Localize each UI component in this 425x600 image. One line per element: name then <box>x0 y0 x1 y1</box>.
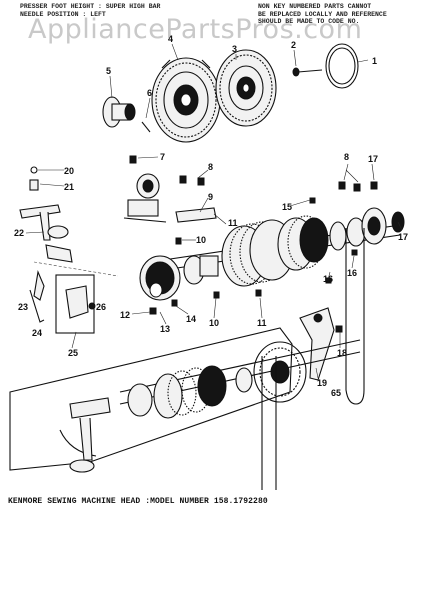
callout-24: 24 <box>32 328 42 338</box>
callout-20: 20 <box>64 166 74 176</box>
callout-16: 16 <box>323 274 333 284</box>
lower-head-assembly <box>9 327 361 490</box>
callout-16: 16 <box>347 268 357 278</box>
hub-flange <box>102 96 136 128</box>
callout-19: 19 <box>317 378 327 388</box>
callout-12: 12 <box>120 310 130 320</box>
diagram-caption: KENMORE SEWING MACHINE HEAD :MODEL NUMBE… <box>8 497 268 506</box>
note-line: BE REPLACED LOCALLY AND REFERENCE <box>258 10 387 18</box>
callout-22: 22 <box>14 228 24 238</box>
leader-lines <box>25 43 403 379</box>
callout-6: 6 <box>147 88 152 98</box>
callout-4: 4 <box>168 34 173 44</box>
link-plate <box>175 207 217 223</box>
callout-9: 9 <box>208 192 213 202</box>
callout-1: 1 <box>372 56 377 66</box>
callout-65: 65 <box>331 388 341 398</box>
callout-11: 11 <box>228 218 238 228</box>
callout-5: 5 <box>106 66 111 76</box>
callout-14: 14 <box>186 314 196 324</box>
belt-guard-arm <box>299 307 335 381</box>
callout-26: 26 <box>96 302 106 312</box>
large-gear-left <box>151 57 221 143</box>
callout-3: 3 <box>232 44 237 54</box>
callout-8: 8 <box>344 152 349 162</box>
note-line: NON KEY NUMBERED PARTS CANNOT <box>258 3 372 10</box>
cover-disc <box>325 43 359 89</box>
callout-11: 11 <box>257 318 267 328</box>
callout-17: 17 <box>398 232 408 242</box>
small-screws <box>129 155 378 333</box>
drive-belt <box>345 228 365 405</box>
note-line: PRESSER FOOT HEIGHT : SUPER HIGH BAR <box>20 3 161 10</box>
presser-foot-note: PRESSER FOOT HEIGHT : SUPER HIGH BAR NEE… <box>20 3 160 18</box>
pin <box>141 121 151 133</box>
callout-21: 21 <box>64 182 74 192</box>
callout-25: 25 <box>68 348 78 358</box>
callout-18: 18 <box>337 348 347 358</box>
note-line: SHOULD BE MADE TO CODE NO. <box>258 18 360 25</box>
replacement-note: NON KEY NUMBERED PARTS CANNOT BE REPLACE… <box>258 3 387 26</box>
callout-7: 7 <box>160 152 165 162</box>
watermark: AppliancePartsPros.com <box>28 14 363 45</box>
callout-10: 10 <box>209 318 219 328</box>
callout-10: 10 <box>196 235 206 245</box>
callout-15: 15 <box>282 202 292 212</box>
callout-8: 8 <box>208 162 213 172</box>
callout-23: 23 <box>18 302 28 312</box>
callout-2: 2 <box>291 40 296 50</box>
drive-screw <box>292 67 323 77</box>
main-shaft-assembly <box>139 207 405 301</box>
callout-17: 17 <box>368 154 378 164</box>
callouts: 1 2 3 4 5 6 7 8 8 9 10 10 11 11 12 13 14… <box>14 34 408 398</box>
note-line: NEEDLE POSITION : LEFT <box>20 10 106 18</box>
callout-13: 13 <box>160 324 170 334</box>
thread-tension-bracket <box>123 173 167 223</box>
large-gear-right <box>215 49 277 127</box>
needle-bar-linkage <box>19 166 119 334</box>
